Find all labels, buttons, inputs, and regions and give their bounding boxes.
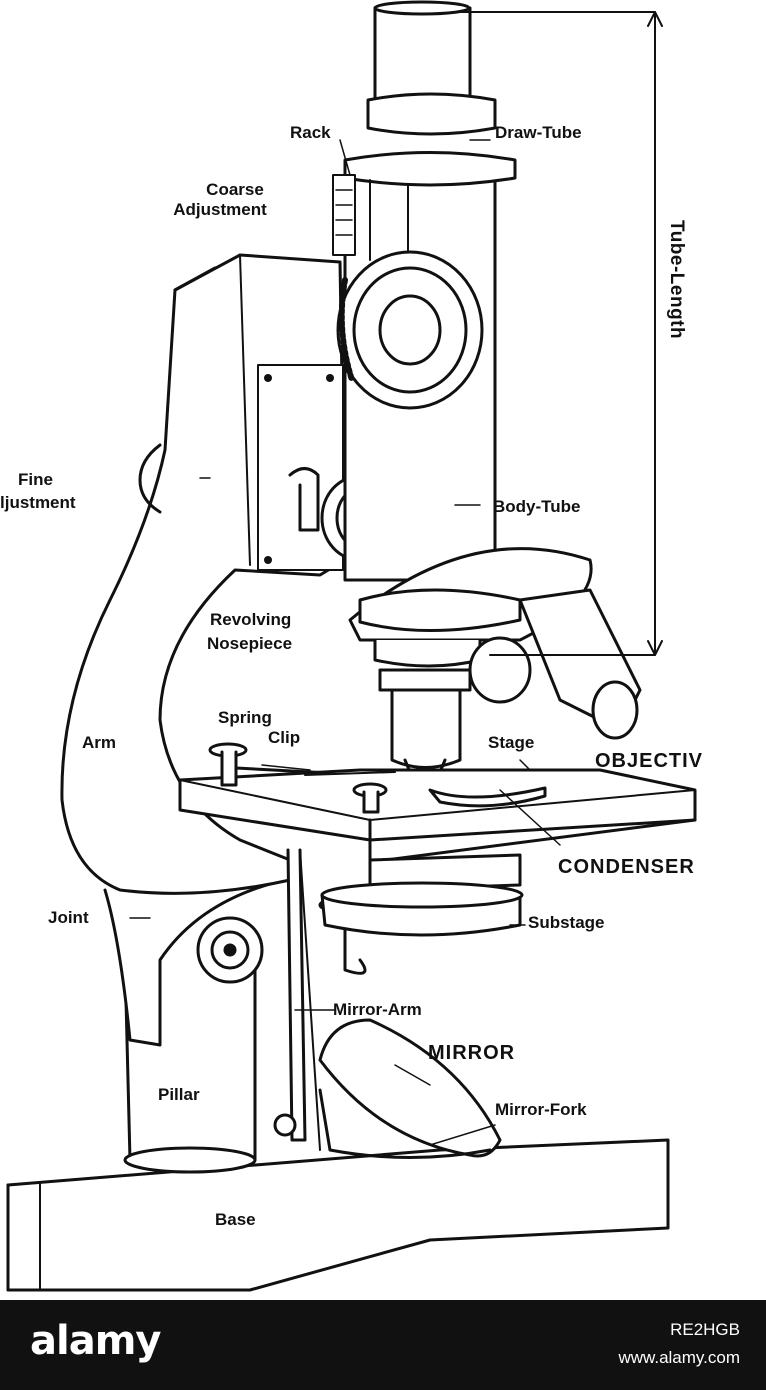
label-body-tube: Body-Tube — [493, 497, 581, 516]
condenser-shape — [368, 853, 522, 892]
joint-shape — [103, 878, 287, 1047]
label-stage: Stage — [488, 733, 535, 752]
base-shape — [6, 1138, 670, 1292]
microscope-diagram: Rack Draw-Tube Coarse Adjustment Tube-Le… — [0, 0, 704, 1292]
label-revolving-nosepiece-line2: Nosepiece — [207, 634, 293, 653]
stage-shape — [178, 768, 697, 842]
watermark-url: www.alamy.com — [618, 1348, 740, 1367]
label-revolving-nosepiece-line1: Revolving — [210, 610, 292, 629]
label-mirror-arm: Mirror-Arm — [333, 1000, 422, 1019]
label-arm: Arm — [82, 733, 117, 752]
watermark-brand: alamy — [30, 1318, 161, 1364]
label-spring-clip-line2: Clip — [268, 728, 301, 747]
label-fine-adjustment-line1: Fine — [18, 470, 53, 489]
label-objective: OBJECTIV — [595, 750, 704, 772]
label-tube-length: Tube-Length — [666, 220, 687, 340]
label-coarse-adjustment-line2: Adjustment — [173, 200, 267, 219]
rack-shape — [332, 174, 356, 256]
label-joint: Joint — [48, 908, 89, 927]
label-draw-tube: Draw-Tube — [495, 123, 582, 142]
tube-length-arrow — [459, 11, 656, 656]
label-pillar: Pillar — [158, 1085, 200, 1104]
label-rack: Rack — [290, 123, 331, 142]
label-fine-adjustment-line2: ljustment — [0, 493, 76, 512]
mirror-arm-shape — [286, 848, 307, 1142]
label-mirror-fork: Mirror-Fork — [495, 1100, 587, 1119]
mirror-shape — [318, 1018, 502, 1158]
label-base: Base — [215, 1210, 256, 1229]
watermark-stock-id: RE2HGB — [670, 1320, 740, 1339]
label-substage: Substage — [528, 913, 605, 932]
label-coarse-adjustment-line1: Coarse — [206, 180, 264, 199]
label-condenser: CONDENSER — [558, 856, 695, 878]
label-mirror: MIRROR — [428, 1042, 516, 1064]
label-spring-clip-line1: Spring — [218, 708, 272, 727]
microscope-drawing — [6, 0, 697, 1292]
watermark-bar: alamy RE2HGB www.alamy.com — [0, 1300, 766, 1390]
